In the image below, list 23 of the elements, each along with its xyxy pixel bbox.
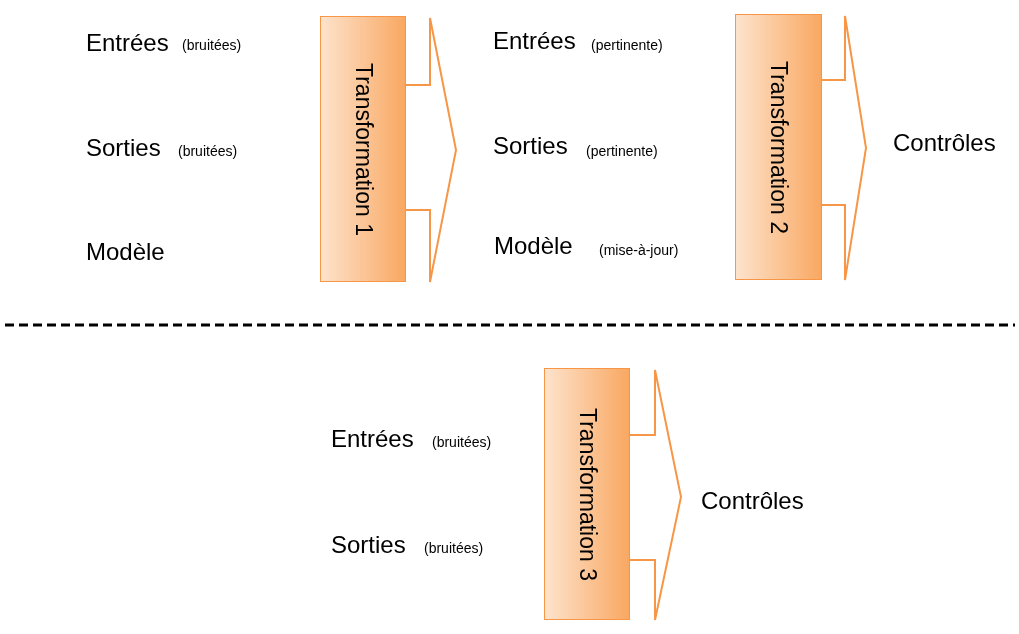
qualifier-label: (pertinente) bbox=[586, 143, 658, 159]
variable-label: Contrôles bbox=[701, 487, 804, 515]
chevron-arrow bbox=[821, 15, 867, 281]
variable-label: Sorties bbox=[331, 531, 406, 559]
variable-label: Modèle bbox=[86, 238, 165, 266]
chevron-arrow bbox=[629, 369, 683, 621]
variable-label: Entrées bbox=[331, 425, 414, 453]
variable-label: Modèle bbox=[494, 232, 573, 260]
qualifier-label: (mise-à-jour) bbox=[599, 242, 679, 258]
process-box: Transformation 1 bbox=[320, 16, 406, 282]
qualifier-label: (bruitées) bbox=[178, 143, 238, 159]
variable-label: Entrées bbox=[86, 29, 169, 57]
qualifier-label: (bruitées) bbox=[432, 434, 492, 450]
qualifier-label: (bruitées) bbox=[182, 37, 242, 53]
variable-label: Contrôles bbox=[893, 129, 996, 157]
qualifier-label: (bruitées) bbox=[424, 540, 484, 556]
chevron-arrow bbox=[405, 17, 457, 283]
variable-label: Entrées bbox=[493, 27, 576, 55]
process-box: Transformation 2 bbox=[735, 14, 822, 280]
variable-label: Sorties bbox=[493, 132, 568, 160]
variable-label: Sorties bbox=[86, 134, 161, 162]
process-box: Transformation 3 bbox=[544, 368, 630, 620]
qualifier-label: (pertinente) bbox=[591, 37, 663, 53]
